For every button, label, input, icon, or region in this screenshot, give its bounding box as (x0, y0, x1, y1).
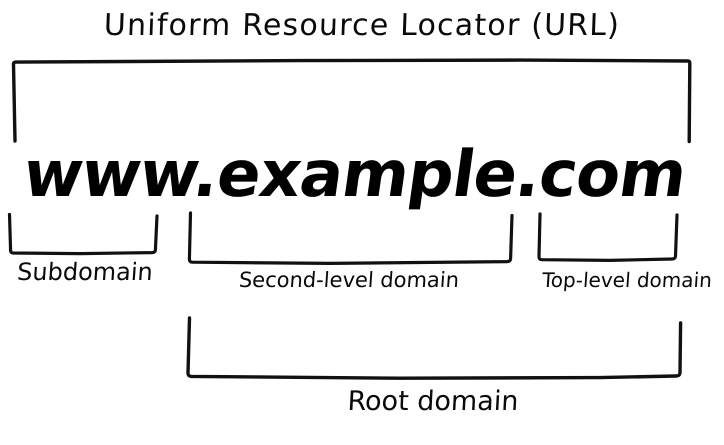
bracket-second-level (187, 211, 514, 265)
url-string: www.example.com (18, 138, 691, 212)
bracket-url (11, 58, 692, 144)
bracket-top-level (537, 212, 679, 262)
label-second-level-domain: Second-level domain (238, 268, 460, 292)
label-top-level-domain: Top-level domain (541, 268, 713, 292)
bracket-subdomain (7, 212, 159, 256)
label-root-domain: Root domain (346, 386, 520, 417)
bracket-root-domain (186, 316, 683, 380)
label-subdomain: Subdomain (16, 258, 154, 286)
page-title: Uniform Resource Locator (URL) (103, 8, 621, 43)
